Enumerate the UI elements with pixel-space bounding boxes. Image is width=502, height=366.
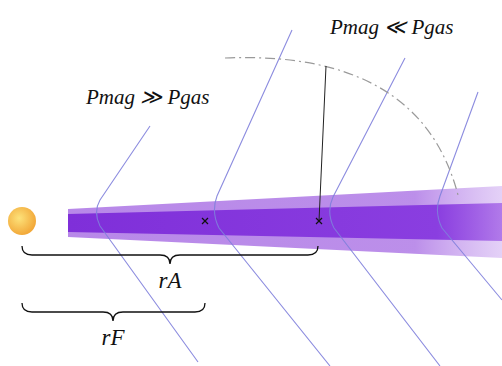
leader-line	[319, 66, 326, 221]
math-label: Pmag ≫ Pgas	[84, 86, 212, 109]
field-line	[214, 30, 330, 366]
brace	[22, 246, 318, 264]
alfven-surface	[225, 58, 458, 195]
math-label: rF	[100, 325, 127, 350]
math-label: Pmag ≪ Pgas	[328, 16, 456, 39]
field-lines	[97, 30, 502, 366]
field-line	[437, 92, 502, 300]
star	[8, 207, 36, 235]
field-line	[97, 126, 199, 362]
brace	[22, 303, 205, 321]
field-line	[330, 58, 440, 366]
jet-outer	[68, 186, 502, 258]
math-label: rA	[157, 268, 184, 293]
cross-marks	[202, 218, 322, 224]
